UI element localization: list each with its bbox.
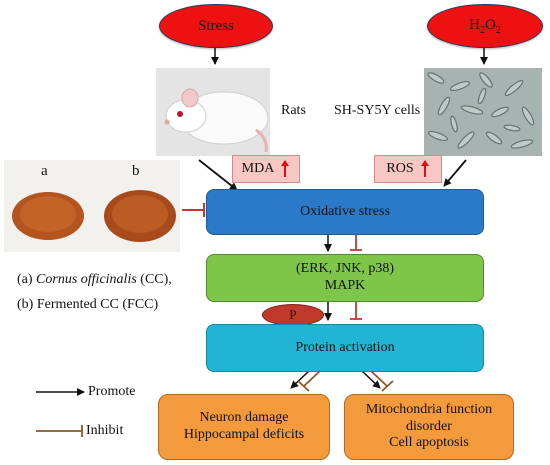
arrow-protein-to-neuron <box>290 370 310 389</box>
inhibit-protein-to-mitochondria <box>370 370 394 392</box>
arrow-rats-to-oxidative <box>198 159 238 191</box>
hippocampal-deficits-label: Hippocampal deficits <box>183 427 305 442</box>
rats-label: Rats <box>281 103 306 118</box>
mapk-members-label: (ERK, JNK, p38) <box>296 261 394 277</box>
legend-inhibit-line <box>36 425 83 437</box>
phosphorylation-badge: P <box>262 304 324 326</box>
increase-arrow-icon <box>281 160 290 177</box>
phosphorylation-label: P <box>289 307 297 322</box>
protein-activation-box: Protein activation <box>206 324 484 372</box>
cells-label: SH-SY5Y cells <box>334 103 421 118</box>
oxidative-stress-box: Oxidative stress <box>206 189 484 235</box>
mapk-box: (ERK, JNK, p38) MAPK <box>206 254 484 302</box>
caption-a: (a) Cornus officinalis (CC), <box>17 272 172 287</box>
cells-photo <box>424 68 542 156</box>
mitochondria-function-label: Mitochondria function <box>365 401 493 417</box>
arrow-cells-to-oxidative <box>443 159 467 187</box>
stress-label: Stress <box>198 17 234 34</box>
neuron-damage-box: Neuron damage Hippocampal deficits <box>158 394 330 460</box>
arrow-protein-to-mitochondria <box>361 370 381 389</box>
cell-apoptosis-label: Cell apoptosis <box>389 435 469 451</box>
inhibit-oxidative-to-mapk <box>350 233 362 251</box>
rat-photo <box>156 68 270 156</box>
rat-illustration <box>156 68 270 156</box>
cells-illustration <box>424 68 542 156</box>
samples-photo: a b <box>4 160 180 252</box>
inhibit-protein-to-neuron <box>297 370 321 392</box>
sample-a-label: a <box>41 163 48 179</box>
inhibit-samples-to-oxidative <box>182 203 205 217</box>
mitochondria-box: Mitochondria function disorder Cell apop… <box>344 394 514 460</box>
oxidative-stress-label: Oxidative stress <box>300 203 390 219</box>
legend-promote-label: Promote <box>88 384 136 399</box>
neuron-damage-label: Neuron damage <box>199 410 289 426</box>
protein-activation-label: Protein activation <box>295 339 395 355</box>
increase-arrow-icon <box>420 160 429 177</box>
mda-tag: MDA <box>232 155 300 183</box>
h2o2-ellipse: H2O2 <box>427 4 543 48</box>
ros-tag: ROS <box>374 155 442 183</box>
disorder-label: disorder <box>406 418 452 434</box>
powder-illustration <box>4 160 180 252</box>
h2o2-label: H2O2 <box>469 16 501 36</box>
mapk-label: MAPK <box>324 278 366 293</box>
sample-b-label: b <box>132 163 140 179</box>
ros-label: ROS <box>386 161 414 176</box>
inhibit-mapk-to-protein <box>350 302 362 320</box>
mda-label: MDA <box>241 161 275 176</box>
legend-inhibit-label: Inhibit <box>86 423 124 438</box>
stress-ellipse: Stress <box>159 4 273 48</box>
caption-b: (b) Fermented CC (FCC) <box>17 297 159 312</box>
